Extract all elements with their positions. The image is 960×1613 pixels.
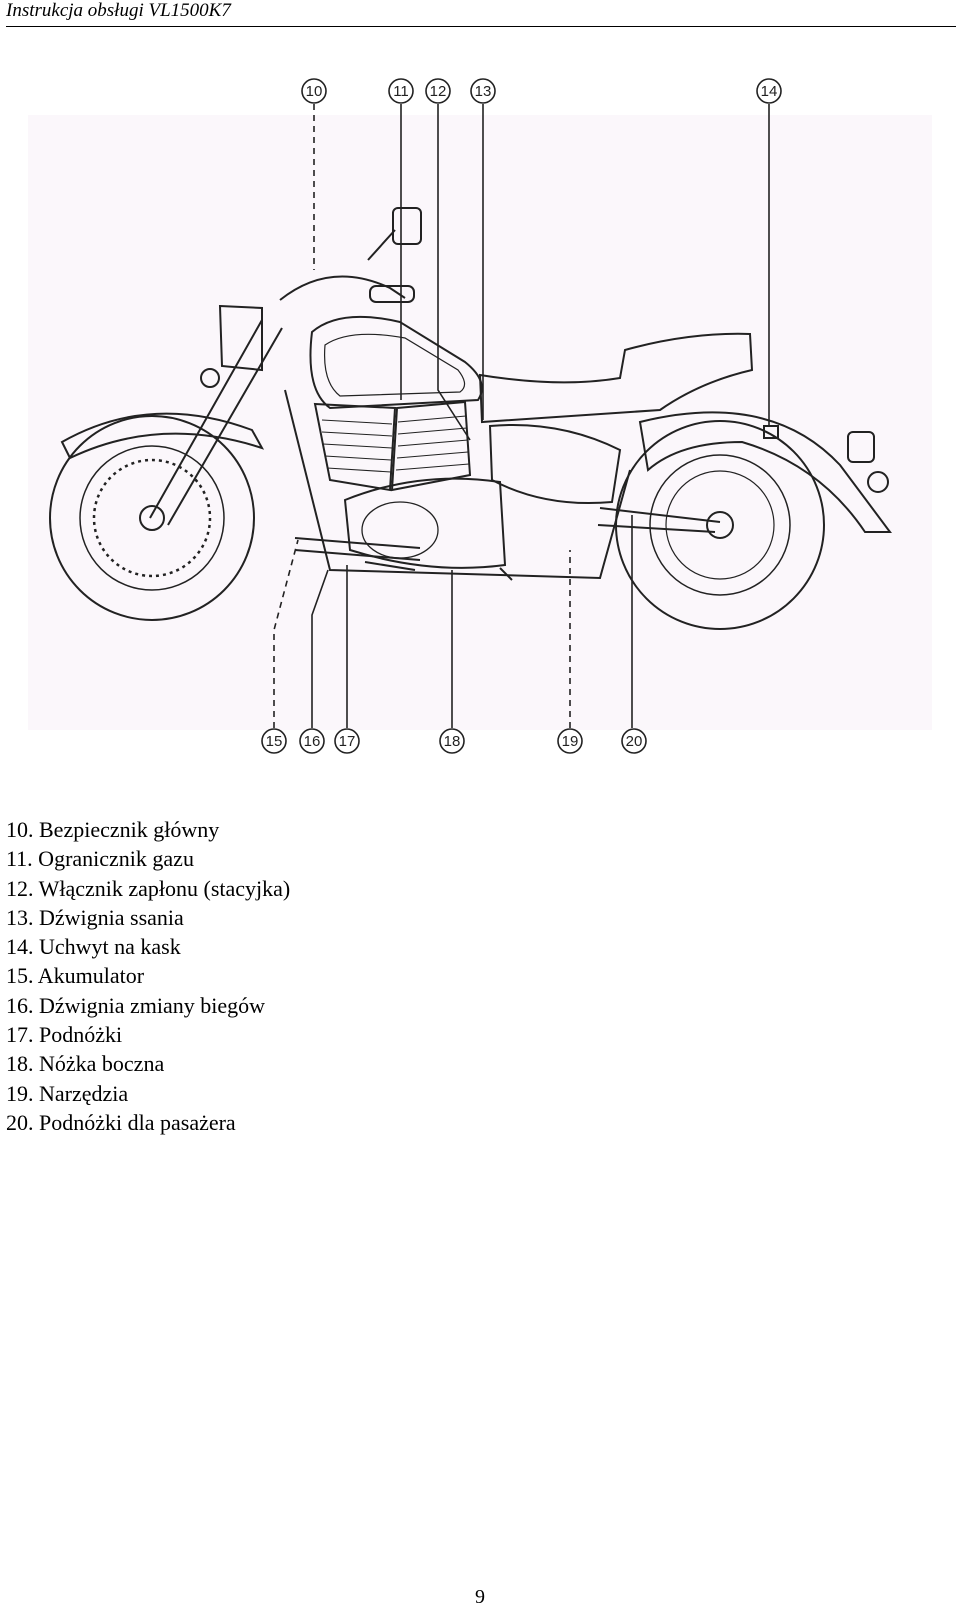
front-rim: [79, 445, 225, 591]
rear-fender: [638, 411, 892, 533]
callout-12: 12: [430, 83, 447, 100]
legend-item: 20. Podnóżki dla pasażera: [6, 1109, 236, 1135]
leader-lines: [273, 104, 770, 728]
legend-item: 15. Akumulator: [6, 963, 145, 989]
parts-legend: 10. Bezpiecznik główny 11. Ogranicznik g…: [6, 815, 290, 1137]
crankcase: [343, 477, 507, 569]
legend-item: 12. Włącznik zapłonu (stacyjka): [6, 875, 291, 901]
callout-14: 14: [761, 83, 778, 100]
legend-item: 19. Narzędzia: [6, 1080, 129, 1106]
callout-10: 10: [306, 83, 323, 100]
legend-item: 10. Bezpiecznik główny: [6, 817, 220, 842]
frame: [284, 389, 631, 580]
exhaust: [294, 537, 421, 561]
engine-rear-cylinder: [390, 400, 472, 492]
page-number: 9: [475, 1586, 485, 1608]
grip: [369, 285, 415, 303]
legend-item: 11. Ogranicznik gazu: [6, 846, 194, 872]
seat: [478, 332, 754, 424]
cylinder-fins: [321, 415, 470, 473]
front-tire: [49, 415, 255, 621]
callout-11: 11: [393, 83, 409, 100]
swingarm: [597, 507, 721, 533]
front-fender: [60, 412, 265, 460]
mirror-stem: [367, 229, 396, 261]
callout-17: 17: [339, 733, 356, 750]
turn-signal-rear: [867, 471, 889, 493]
callout-numbers: 10 11 12 13 14 15 16 17 18 19 20: [266, 83, 778, 750]
rear-hub: [706, 511, 734, 539]
front-hub: [139, 505, 165, 531]
callout-13: 13: [475, 83, 492, 100]
callout-19: 19: [562, 733, 579, 750]
front-brake-disc: [92, 458, 212, 578]
side-cover: [488, 424, 622, 505]
engine-front-cylinder: [313, 402, 397, 492]
figure-background: [28, 115, 932, 730]
legend-item: 18. Nóżka boczna: [6, 1051, 165, 1077]
headlight: [218, 304, 263, 372]
rear-wheel-cover: [665, 470, 775, 580]
rear-tire: [615, 420, 825, 630]
motorcycle-drawing: [49, 207, 892, 630]
legend-item: 16. Dźwignia zmiany biegów: [6, 992, 266, 1018]
callout-15: 15: [266, 733, 283, 750]
callout-16: 16: [304, 733, 321, 750]
fuel-tank-panel: [323, 333, 466, 397]
page-header: Instrukcja obsługi VL1500K7: [6, 0, 956, 27]
legend-item: 14. Uchwyt na kask: [6, 934, 181, 960]
motorcycle-figure: 10 11 12 13 14 15 16 17 18 19 20: [0, 70, 960, 790]
legend-item: 17. Podnóżki: [6, 1022, 123, 1048]
leader-16: [311, 569, 329, 728]
mirror: [392, 207, 422, 245]
callout-20: 20: [626, 733, 643, 750]
turn-signal-front: [200, 368, 220, 388]
callout-18: 18: [444, 733, 461, 750]
leader-12: [437, 104, 471, 441]
footrests: [364, 561, 513, 581]
header-title: Instrukcja obsługi VL1500K7: [6, 0, 231, 21]
legend-item: 13. Dźwignia ssania: [6, 904, 184, 930]
helmet-holder-part: [763, 425, 779, 439]
tail-light: [847, 431, 875, 463]
callout-circles: [261, 78, 782, 754]
rear-rim: [649, 454, 791, 596]
motorcycle-illustration: 10 11 12 13 14 15 16 17 18 19 20: [28, 78, 932, 754]
